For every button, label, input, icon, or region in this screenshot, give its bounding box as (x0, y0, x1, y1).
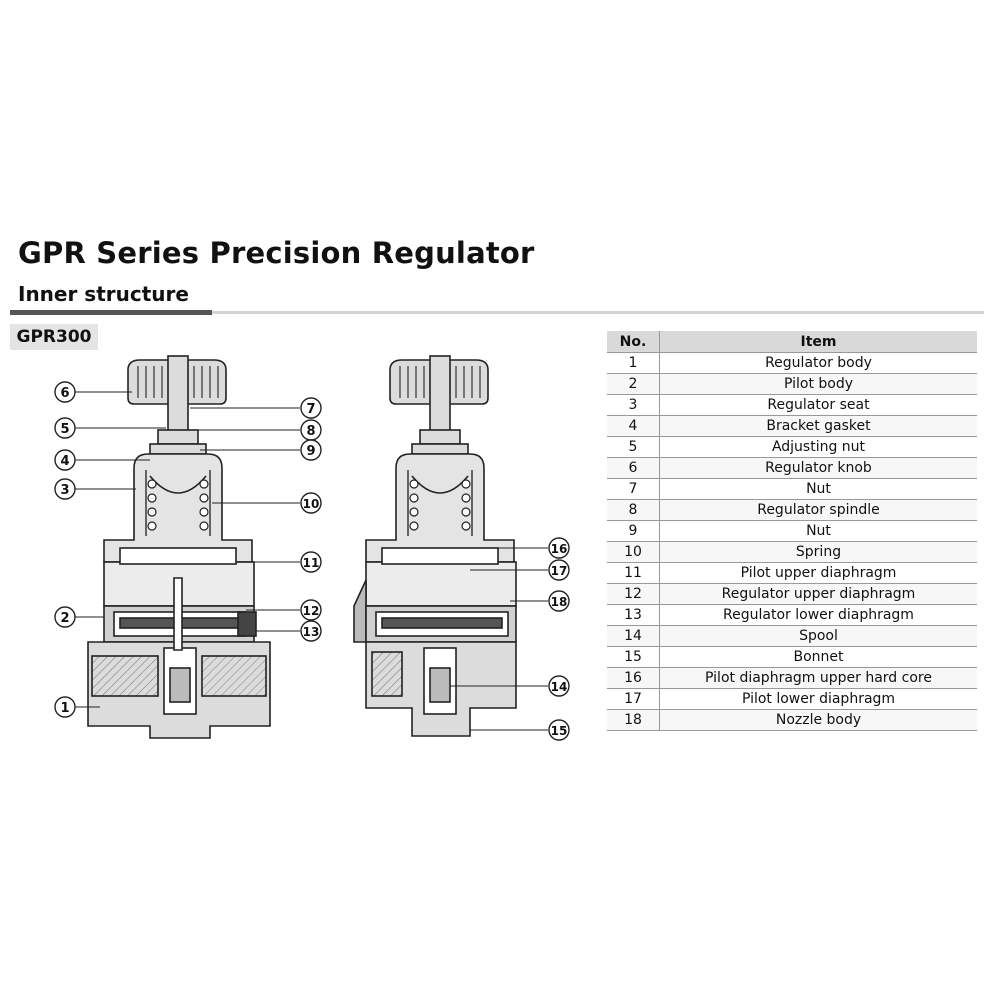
bonnet-dome-left (103, 453, 253, 563)
callout-14: 14 (551, 680, 568, 694)
callout-18: 18 (551, 595, 568, 609)
row-item: Regulator knob (659, 457, 977, 479)
right-section-view (353, 355, 517, 737)
callout-1: 1 (60, 701, 69, 716)
row-number: 3 (607, 394, 660, 416)
table-header-row: No. Item (607, 331, 977, 353)
row-number: 18 (607, 709, 660, 731)
row-item: Regulator upper diaphragm (659, 583, 977, 605)
left-callouts: 6 5 4 3 2 1 7 8 9 10 11 12 13 (54, 381, 322, 718)
row-number: 17 (607, 688, 660, 710)
row-number: 14 (607, 625, 660, 647)
row-number: 7 (607, 478, 660, 500)
row-item: Spring (659, 541, 977, 563)
row-number: 5 (607, 436, 660, 458)
model-tag: GPR300 (10, 324, 98, 350)
callout-5: 5 (60, 422, 69, 437)
row-number: 11 (607, 562, 660, 584)
section-subtitle: Inner structure (18, 282, 189, 306)
row-item: Pilot lower diaphragm (659, 688, 977, 710)
row-number: 10 (607, 541, 660, 563)
page-title: GPR Series Precision Regulator (18, 236, 535, 270)
row-number: 16 (607, 667, 660, 689)
callout-7: 7 (306, 402, 315, 417)
callout-17: 17 (551, 564, 568, 578)
row-number: 2 (607, 373, 660, 395)
callout-3: 3 (60, 483, 69, 498)
row-item: Adjusting nut (659, 436, 977, 458)
callout-4: 4 (60, 454, 69, 469)
callout-8: 8 (306, 424, 315, 439)
header-no: No. (607, 331, 660, 353)
row-number: 15 (607, 646, 660, 668)
callout-10: 10 (303, 497, 320, 511)
row-number: 6 (607, 457, 660, 479)
row-item: Nut (659, 478, 977, 500)
row-item: Regulator lower diaphragm (659, 604, 977, 626)
callout-6: 6 (60, 386, 69, 401)
row-item: Regulator seat (659, 394, 977, 416)
title-underline-dark (10, 310, 212, 315)
row-item: Spool (659, 625, 977, 647)
title-underline-light (212, 311, 984, 314)
callout-13: 13 (303, 625, 320, 639)
row-item: Regulator spindle (659, 499, 977, 521)
row-item: Pilot body (659, 373, 977, 395)
row-item: Bracket gasket (659, 415, 977, 437)
row-number: 1 (607, 352, 660, 374)
row-item: Pilot diaphragm upper hard core (659, 667, 977, 689)
callout-16: 16 (551, 542, 568, 556)
row-number: 4 (607, 415, 660, 437)
row-number: 9 (607, 520, 660, 542)
row-item: Nozzle body (659, 709, 977, 731)
row-item: Pilot upper diaphragm (659, 562, 977, 584)
cross-section-diagrams: 6 5 4 3 2 1 7 8 9 10 11 12 13 (54, 355, 570, 741)
row-number: 13 (607, 604, 660, 626)
row-item: Nut (659, 520, 977, 542)
row-item: Regulator body (659, 352, 977, 374)
left-section-view (87, 355, 271, 739)
callout-11: 11 (303, 556, 320, 570)
callout-9: 9 (306, 444, 315, 459)
row-item: Bonnet (659, 646, 977, 668)
row-number: 8 (607, 499, 660, 521)
row-number: 12 (607, 583, 660, 605)
callout-12: 12 (303, 604, 320, 618)
callout-15: 15 (551, 724, 568, 738)
callout-2: 2 (60, 611, 69, 626)
right-callouts: 16 17 18 14 15 (450, 537, 570, 741)
header-item: Item (659, 331, 977, 353)
spring-left (147, 479, 209, 531)
